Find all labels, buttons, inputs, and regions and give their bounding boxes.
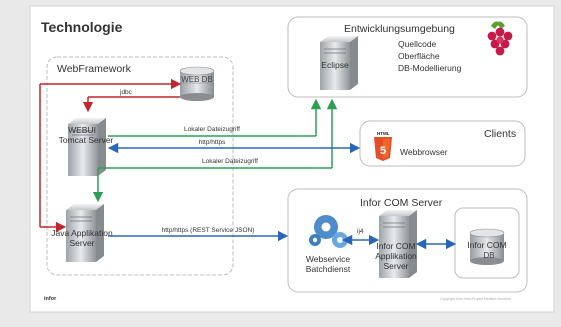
webservice-label-line1: Webservice bbox=[306, 254, 351, 264]
inforcom-app-label-line1: Infor COM bbox=[376, 241, 415, 251]
html5-icon bbox=[374, 137, 392, 161]
footer-copyright: Copyright Infor Infor-Projekt Medium Ser… bbox=[440, 297, 511, 301]
eclipse-server-icon bbox=[320, 36, 358, 90]
raspberry-pi-icon bbox=[487, 21, 513, 56]
inforcom-label: Infor COM Server bbox=[360, 197, 443, 209]
java-app-label-line2: Server bbox=[69, 238, 94, 248]
entwicklung-group bbox=[287, 16, 528, 98]
http-label: http/https bbox=[199, 139, 226, 146]
slide-title: Technologie bbox=[41, 19, 123, 35]
entwicklung-item: DB-Modellierung bbox=[398, 63, 462, 73]
ij4-label: ij4 bbox=[357, 228, 364, 235]
entwicklung-label: Entwicklungsumgebung bbox=[344, 23, 455, 35]
inforcom-db-label-line1: Infor COM bbox=[467, 240, 506, 250]
webservice-gears-icon bbox=[309, 215, 348, 248]
file-access-label-top: Lokaler Dateizugriff bbox=[184, 126, 240, 133]
rest-label: http/https (REST Service JSON) bbox=[162, 227, 255, 234]
inforcom-db-icon bbox=[469, 228, 505, 265]
webui-label-line2: Tomcat Server bbox=[59, 135, 114, 145]
footer-infor-logo: infor bbox=[44, 296, 57, 302]
web-db-icon bbox=[179, 66, 215, 101]
html5-number: 5 bbox=[380, 145, 386, 157]
slide-background bbox=[29, 5, 555, 313]
java-app-label-line1: Java Applikation bbox=[51, 228, 113, 238]
file-access-label-bottom: Lokaler Dateizugriff bbox=[202, 158, 258, 165]
webframework-group bbox=[46, 56, 234, 276]
java-app-server-icon bbox=[66, 204, 104, 262]
clients-label: Clients bbox=[484, 128, 516, 140]
jdbc-label: jdbc bbox=[119, 89, 133, 96]
inforcom-db-label-line2: DB bbox=[483, 251, 494, 260]
webframework-label: WebFramework bbox=[57, 63, 132, 75]
webservice-label-line2: Batchdienst bbox=[306, 264, 351, 274]
inforcom-app-server-icon bbox=[379, 210, 417, 278]
webui-label-line1: WEBUI bbox=[68, 125, 96, 135]
eclipse-label: Eclipse bbox=[321, 60, 349, 70]
entwicklung-item: Oberfläche bbox=[398, 51, 440, 61]
entwicklung-item: Quellcode bbox=[398, 39, 437, 49]
inforcom-app-label-line2: Applikation bbox=[375, 251, 417, 261]
web-db-label: WEB DB bbox=[181, 75, 213, 84]
webbrowser-label: Webbrowser bbox=[400, 147, 448, 157]
html5-badge-text: HTML bbox=[377, 131, 390, 136]
inforcom-app-label-line3: Server bbox=[383, 261, 408, 271]
webui-server-icon bbox=[68, 118, 106, 176]
